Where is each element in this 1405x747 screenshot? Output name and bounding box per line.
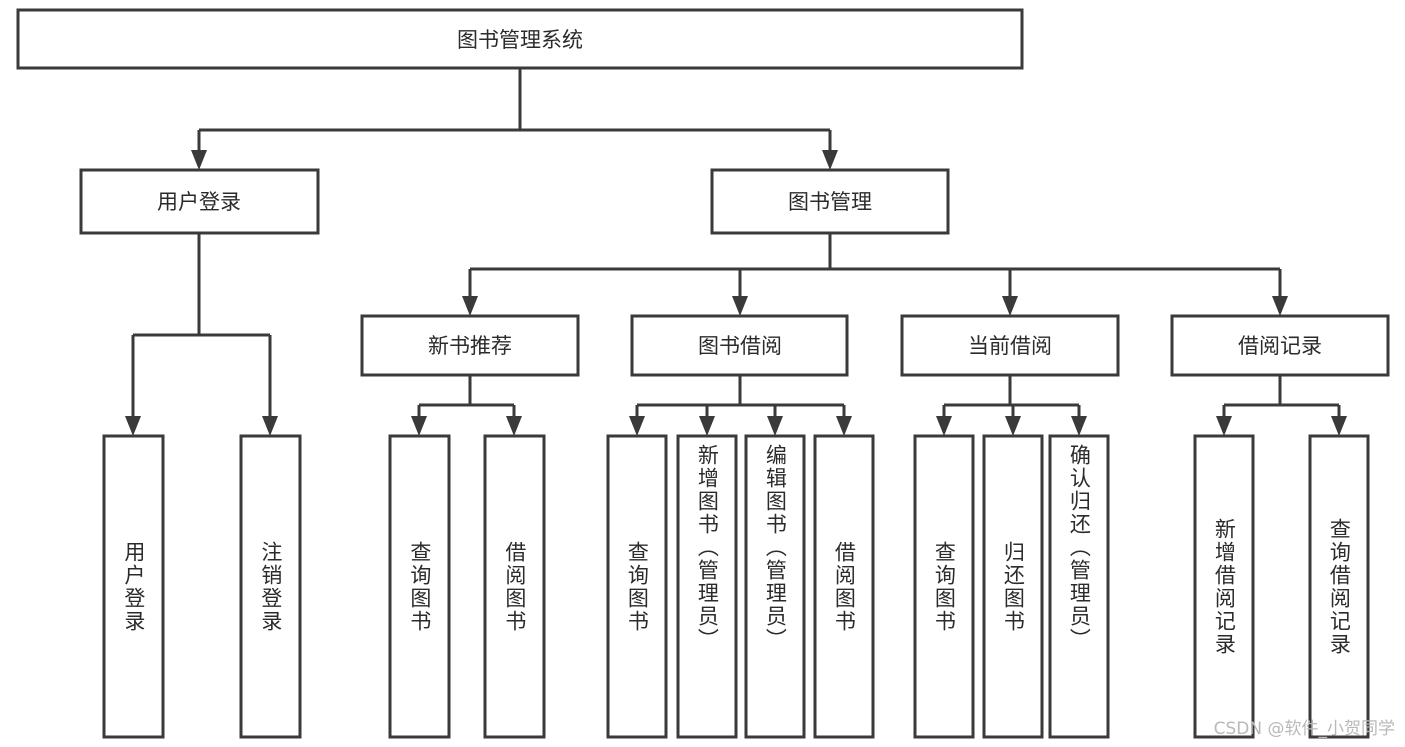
node-borrow-record[interactable]: 借阅记录 (1170, 314, 1390, 377)
node-user-login-rect[interactable] (79, 168, 320, 235)
node-leaf-query-book-3-rect[interactable] (913, 434, 975, 739)
arrow-to-book-borrow (732, 296, 748, 316)
node-borrow-record-rect[interactable] (1170, 314, 1390, 377)
node-leaf-borrow-book-1-text-wrap: 借阅图书 (502, 540, 527, 633)
node-leaf-query-book-2-text-wrap: 查询图书 (625, 540, 650, 633)
node-book-borrow-rect[interactable] (630, 314, 849, 377)
arrow-to-user-login (191, 150, 207, 170)
node-current-borrow-label: 当前借阅 (968, 334, 1052, 358)
node-leaf-return-book-label: 归还图书 (1001, 540, 1026, 633)
node-leaf-add-borrow-record-label: 新增借阅记录 (1212, 517, 1237, 656)
edge-layer (125, 68, 1347, 436)
node-leaf-logout-login-text-wrap: 注销登录 (258, 540, 283, 633)
arrow-leaf-return-book (1005, 416, 1021, 436)
node-leaf-query-book-3-label: 查询图书 (932, 540, 957, 633)
node-current-borrow[interactable]: 当前借阅 (900, 314, 1120, 377)
arrow-leaf-borrow-book-2 (836, 416, 852, 436)
node-leaf-borrow-book-2[interactable]: 借阅图书 (813, 434, 875, 739)
csdn-watermark: CSDN @软件_小贺同学 (1213, 719, 1395, 739)
node-leaf-add-book-admin-text-wrap: 新增图书（管理员） (695, 444, 720, 651)
arrow-leaf-add-book-admin (699, 416, 715, 436)
node-leaf-add-book-admin[interactable]: 新增图书（管理员） (676, 434, 738, 739)
node-leaf-query-borrow-record-label: 查询借阅记录 (1327, 517, 1352, 656)
node-user-login[interactable]: 用户登录 (79, 168, 320, 235)
node-leaf-user-login-label: 用户登录 (121, 540, 146, 633)
node-root-rect[interactable] (16, 8, 1024, 70)
node-leaf-logout-login[interactable]: 注销登录 (239, 434, 302, 739)
node-leaf-logout-login-rect[interactable] (239, 434, 302, 739)
node-leaf-query-book-3-text-wrap: 查询图书 (932, 540, 957, 633)
node-leaf-add-borrow-record-text-wrap: 新增借阅记录 (1212, 517, 1237, 656)
arrow-leaf-query-book-3 (936, 416, 952, 436)
arrow-leaf-query-book-2 (629, 416, 645, 436)
node-root-label: 图书管理系统 (457, 28, 583, 52)
node-leaf-query-book-3[interactable]: 查询图书 (913, 434, 975, 739)
arrow-leaf-query-book-1 (411, 416, 427, 436)
node-new-book-recommend[interactable]: 新书推荐 (360, 314, 580, 377)
node-leaf-borrow-book-2-rect[interactable] (813, 434, 875, 739)
arrow-leaf-user-login (125, 416, 141, 436)
node-new-book-recommend-rect[interactable] (360, 314, 580, 377)
node-leaf-borrow-book-1-label: 借阅图书 (502, 540, 527, 633)
node-leaf-edit-book-admin-text-wrap: 编辑图书（管理员） (763, 444, 788, 651)
node-book-manage-label: 图书管理 (788, 190, 872, 214)
arrow-leaf-add-borrow-record (1216, 416, 1232, 436)
node-new-book-recommend-label: 新书推荐 (428, 334, 512, 358)
node-leaf-borrow-book-2-text-wrap: 借阅图书 (832, 540, 857, 633)
node-book-manage-rect[interactable] (710, 168, 950, 235)
node-leaf-borrow-book-1-rect[interactable] (483, 434, 546, 739)
node-leaf-query-book-1-label: 查询图书 (407, 540, 432, 633)
node-borrow-record-label: 借阅记录 (1238, 334, 1322, 358)
node-leaf-add-book-admin-rect[interactable] (676, 434, 738, 739)
node-leaf-query-borrow-record-text-wrap: 查询借阅记录 (1327, 517, 1352, 656)
node-book-borrow-label: 图书借阅 (698, 334, 782, 358)
node-leaf-logout-login-label: 注销登录 (258, 540, 283, 633)
arrow-leaf-query-borrow-record (1331, 416, 1347, 436)
node-leaf-return-book-rect[interactable] (982, 434, 1044, 739)
node-current-borrow-rect[interactable] (900, 314, 1120, 377)
node-leaf-query-book-1-rect[interactable] (388, 434, 451, 739)
node-leaf-return-book-text-wrap: 归还图书 (1001, 540, 1026, 633)
node-leaf-query-book-1[interactable]: 查询图书 (388, 434, 451, 739)
node-user-login-label: 用户登录 (157, 190, 241, 214)
node-leaf-borrow-book-1[interactable]: 借阅图书 (483, 434, 546, 739)
node-book-borrow[interactable]: 图书借阅 (630, 314, 849, 377)
node-leaf-add-borrow-record[interactable]: 新增借阅记录 (1193, 434, 1255, 739)
node-leaf-query-borrow-record-rect[interactable] (1308, 434, 1370, 739)
arrow-to-book-manage (822, 150, 838, 170)
node-leaf-confirm-return-admin-text-wrap: 确认归还（管理员） (1067, 444, 1092, 651)
node-leaf-edit-book-admin[interactable]: 编辑图书（管理员） (744, 434, 806, 739)
node-leaf-add-book-admin-label: 新增图书（管理员） (695, 444, 720, 651)
node-leaf-user-login-rect[interactable] (102, 434, 165, 739)
node-book-manage[interactable]: 图书管理 (710, 168, 950, 235)
arrow-leaf-edit-book-admin (767, 416, 783, 436)
arrow-to-current-borrow (1002, 296, 1018, 316)
arrow-leaf-logout-login (262, 416, 278, 436)
node-leaf-user-login[interactable]: 用户登录 (102, 434, 165, 739)
node-leaf-query-book-2[interactable]: 查询图书 (606, 434, 668, 739)
node-root[interactable]: 图书管理系统 (16, 8, 1024, 70)
node-leaf-confirm-return-admin[interactable]: 确认归还（管理员） (1048, 434, 1110, 739)
node-leaf-borrow-book-2-label: 借阅图书 (832, 540, 857, 633)
node-leaf-user-login-text-wrap: 用户登录 (121, 540, 146, 633)
node-leaf-query-book-2-rect[interactable] (606, 434, 668, 739)
arrow-leaf-borrow-book-1 (506, 416, 522, 436)
arrow-leaf-confirm-return-admin (1071, 416, 1087, 436)
node-leaf-add-borrow-record-rect[interactable] (1193, 434, 1255, 739)
arrow-to-borrow-record (1272, 296, 1288, 316)
node-leaf-query-borrow-record[interactable]: 查询借阅记录 (1308, 434, 1370, 739)
node-leaf-edit-book-admin-label: 编辑图书（管理员） (763, 444, 788, 651)
node-leaf-query-book-1-text-wrap: 查询图书 (407, 540, 432, 633)
node-leaf-return-book[interactable]: 归还图书 (982, 434, 1044, 739)
node-leaf-edit-book-admin-rect[interactable] (744, 434, 806, 739)
node-leaf-query-book-2-label: 查询图书 (625, 540, 650, 633)
node-leaf-confirm-return-admin-rect[interactable] (1048, 434, 1110, 739)
node-leaf-confirm-return-admin-label: 确认归还（管理员） (1067, 444, 1092, 651)
arrow-to-new-book-recommend (462, 296, 478, 316)
